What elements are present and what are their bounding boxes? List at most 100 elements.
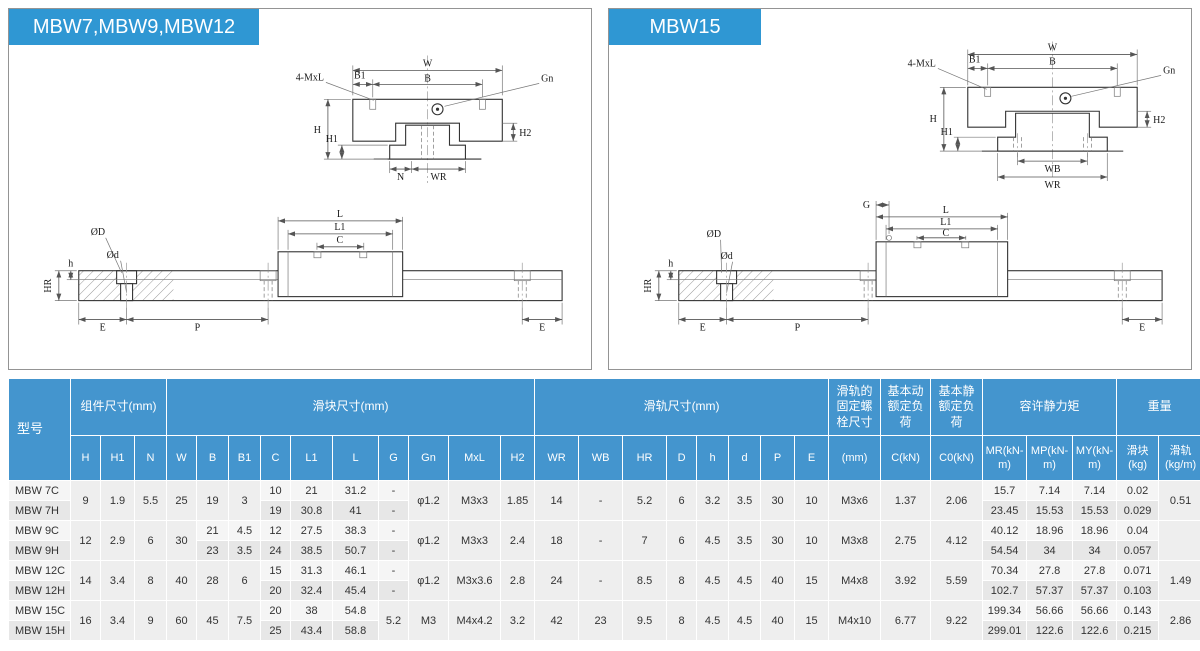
spec-cell: 18 — [534, 520, 580, 561]
spec-cell: 0.215 — [1116, 620, 1160, 641]
spec-cell: M4x10 — [828, 600, 882, 641]
spec-cell — [1158, 520, 1200, 561]
column-header: WB — [578, 435, 624, 481]
spec-cell: 3 — [228, 480, 261, 521]
spec-cell: 6 — [134, 520, 167, 561]
spec-cell: 2.06 — [930, 480, 984, 521]
spec-table: 型号组件尺寸(mm)滑块尺寸(mm)滑轨尺寸(mm)滑轨的固定螺栓尺寸基本动额定… — [8, 378, 1200, 641]
dim-label-e-left: E — [700, 323, 706, 334]
dim-label-hole-d-small: Ød — [107, 250, 119, 261]
spec-cell: - — [378, 560, 409, 581]
model-cell: MBW 15H — [8, 620, 71, 641]
spec-cell: 18.96 — [1072, 520, 1118, 541]
spec-cell: 0.057 — [1116, 540, 1160, 561]
spec-cell: 15 — [794, 600, 830, 641]
column-header: h — [696, 435, 730, 481]
spec-cell: 18.96 — [1026, 520, 1074, 541]
spec-cell: 6 — [666, 480, 698, 521]
dim-label-e-right: E — [1139, 323, 1145, 334]
column-header: H2 — [499, 435, 536, 481]
column-header: G — [378, 435, 409, 481]
column-header: C0(kN) — [930, 435, 984, 481]
column-header: C — [260, 435, 291, 481]
spec-cell: 58.8 — [332, 620, 379, 641]
model-cell: MBW 12C — [8, 560, 71, 581]
spec-cell: 19 — [196, 480, 229, 521]
spec-cell: 1.37 — [880, 480, 932, 521]
dim-label-wr: WR — [431, 172, 447, 183]
spec-cell: 14 — [534, 480, 580, 521]
spec-cell: 5.2 — [622, 480, 668, 521]
spec-cell: 70.34 — [982, 560, 1028, 581]
spec-cell: 56.66 — [1026, 600, 1074, 621]
dim-label-h-small: h — [668, 259, 673, 270]
dim-label-l1: L1 — [334, 222, 345, 233]
panel-title-right: MBW15 — [609, 9, 761, 45]
spec-cell: 10 — [794, 520, 830, 561]
spec-cell: 30 — [760, 520, 796, 561]
dim-label-b: B — [1049, 56, 1056, 67]
spec-cell: 21 — [290, 480, 333, 501]
spec-cell: 8 — [666, 560, 698, 601]
spec-cell: 40 — [166, 560, 197, 601]
column-header: H — [70, 435, 101, 481]
spec-cell: 57.37 — [1026, 580, 1074, 601]
spec-cell: 15.53 — [1072, 500, 1118, 521]
panel-title-left: MBW7,MBW9,MBW12 — [9, 9, 259, 45]
spec-cell: 6.77 — [880, 600, 932, 641]
spec-cell: 24 — [534, 560, 580, 601]
dim-label-b1: B1 — [969, 54, 981, 65]
spec-cell: 28 — [196, 560, 229, 601]
spec-cell: 2.9 — [100, 520, 135, 561]
spec-cell: 15.7 — [982, 480, 1028, 501]
spec-cell: 8 — [134, 560, 167, 601]
side-view-drawing: L L1 C ØD Ød HR h — [43, 209, 563, 334]
dim-label-gn: Gn — [541, 73, 553, 84]
spec-cell: 4.12 — [930, 520, 984, 561]
spec-cell: - — [578, 520, 624, 561]
column-group-header: 基本静额定负荷 — [930, 378, 984, 436]
drawing-panel-mbw7-9-12: MBW7,MBW9,MBW12 W — [8, 8, 592, 370]
column-group-header: 重量 — [1116, 378, 1200, 436]
column-header: MR(kN-m) — [982, 435, 1028, 481]
spec-cell: 0.071 — [1116, 560, 1160, 581]
spec-cell: 9.5 — [622, 600, 668, 641]
spec-cell: 9.22 — [930, 600, 984, 641]
column-header: MP(kN-m) — [1026, 435, 1074, 481]
dim-label-gn: Gn — [1163, 65, 1175, 76]
spec-cell: 31.3 — [290, 560, 333, 581]
spec-cell: - — [378, 480, 409, 501]
spec-cell: 12 — [70, 520, 101, 561]
spec-cell: 38 — [290, 600, 333, 621]
dim-label-l1: L1 — [940, 217, 951, 228]
spec-cell: 46.1 — [332, 560, 379, 581]
spec-cell: 57.37 — [1072, 580, 1118, 601]
spec-cell: 56.66 — [1072, 600, 1118, 621]
spec-cell: 3.4 — [100, 600, 135, 641]
column-header: Gn — [408, 435, 449, 481]
spec-cell: 4.5 — [696, 520, 730, 561]
spec-cell: 5.59 — [930, 560, 984, 601]
spec-cell: 8 — [666, 600, 698, 641]
spec-cell: M4x8 — [828, 560, 882, 601]
spec-cell: M3x3.6 — [448, 560, 501, 601]
dim-label-h2: H2 — [1153, 115, 1165, 126]
dim-label-h: H — [930, 114, 937, 125]
spec-cell: 19 — [260, 500, 291, 521]
drawing-panel-mbw15: MBW15 — [608, 8, 1192, 370]
column-header: P — [760, 435, 796, 481]
dim-label-hr: HR — [643, 278, 654, 292]
spec-table-container: 型号组件尺寸(mm)滑块尺寸(mm)滑轨尺寸(mm)滑轨的固定螺栓尺寸基本动额定… — [8, 378, 1200, 641]
column-group-header: 滑轨尺寸(mm) — [534, 378, 830, 436]
spec-cell: M3 — [408, 600, 449, 641]
spec-cell: 7 — [622, 520, 668, 561]
spec-cell: 5.2 — [378, 600, 409, 641]
spec-cell: 2.86 — [1158, 600, 1200, 641]
spec-cell: 20 — [260, 600, 291, 621]
dim-label-w: W — [1048, 42, 1058, 53]
spec-cell: 9 — [70, 480, 101, 521]
